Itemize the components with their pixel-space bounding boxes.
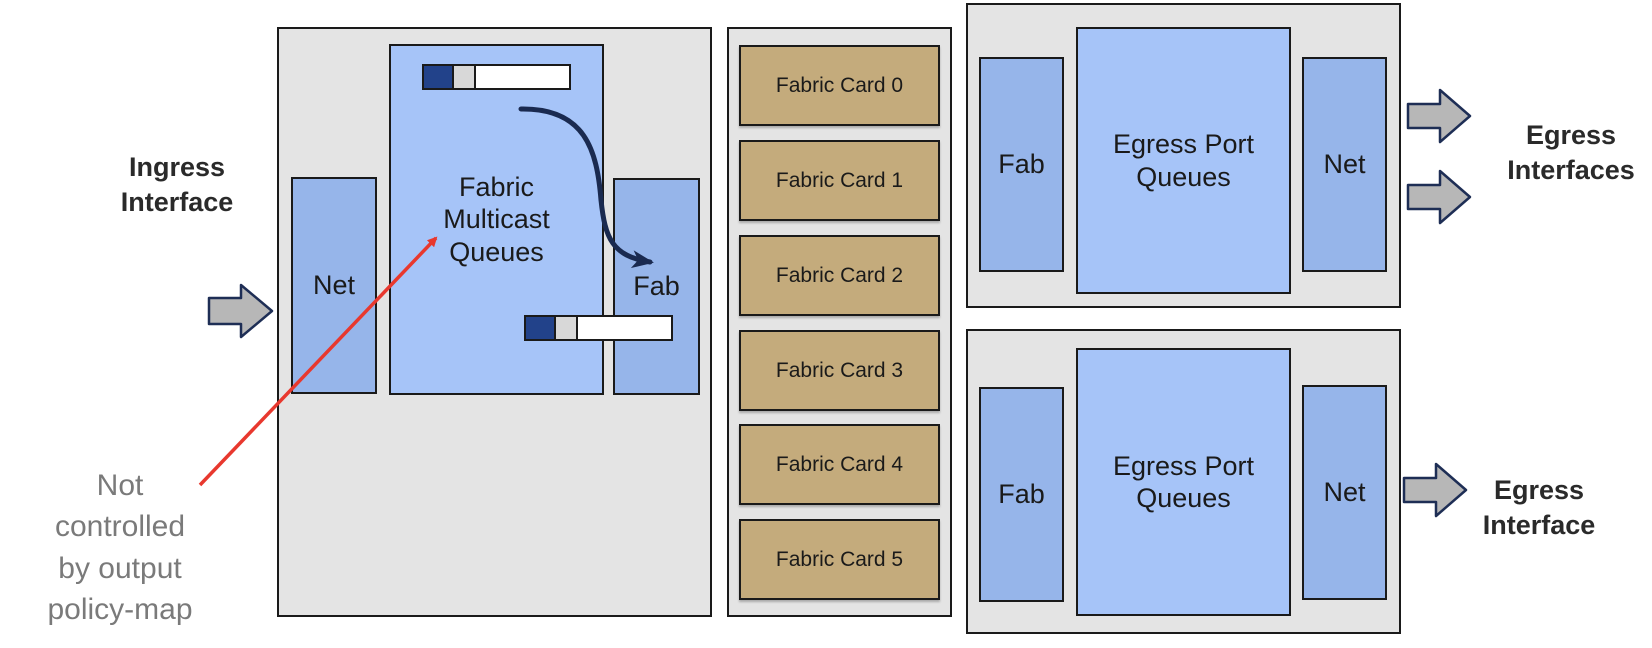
egress-top-port-queues-block: Egress Port Queues xyxy=(1076,27,1291,294)
ingress-fab-block: Fab xyxy=(613,178,700,395)
egress-bottom-fab-block: Fab xyxy=(979,387,1064,602)
annotation-pointer-arrow xyxy=(198,236,438,487)
egress-interface-label: Egress Interface xyxy=(1482,475,1596,541)
replication-curve-arrow xyxy=(518,106,654,269)
fabric-card-4: Fabric Card 4 xyxy=(739,424,940,505)
egress-output-arrow-1 xyxy=(1406,88,1472,144)
egress-output-arrow-3 xyxy=(1402,462,1468,518)
ingress-interface-label: Ingress Interface xyxy=(120,152,234,218)
queue-indicator-top xyxy=(422,64,571,90)
egress-bottom-net-block: Net xyxy=(1302,385,1387,600)
ingress-input-arrow xyxy=(207,283,274,339)
ingress-net-block: Net xyxy=(291,177,377,394)
fabric-card-3: Fabric Card 3 xyxy=(739,330,940,411)
fabric-card-2: Fabric Card 2 xyxy=(739,235,940,316)
queue-indicator-bottom xyxy=(524,315,673,341)
not-controlled-annotation: Not controlled by output policy-map xyxy=(47,469,193,627)
egress-output-arrow-2 xyxy=(1406,169,1472,225)
egress-top-fab-block: Fab xyxy=(979,57,1064,272)
egress-bottom-port-queues-block: Egress Port Queues xyxy=(1076,348,1291,616)
fabric-card-0: Fabric Card 0 xyxy=(739,45,940,126)
fabric-card-5: Fabric Card 5 xyxy=(739,519,940,600)
fabric-card-1: Fabric Card 1 xyxy=(739,140,940,221)
egress-top-net-block: Net xyxy=(1302,57,1387,272)
egress-interfaces-label: Egress Interfaces xyxy=(1507,120,1635,186)
